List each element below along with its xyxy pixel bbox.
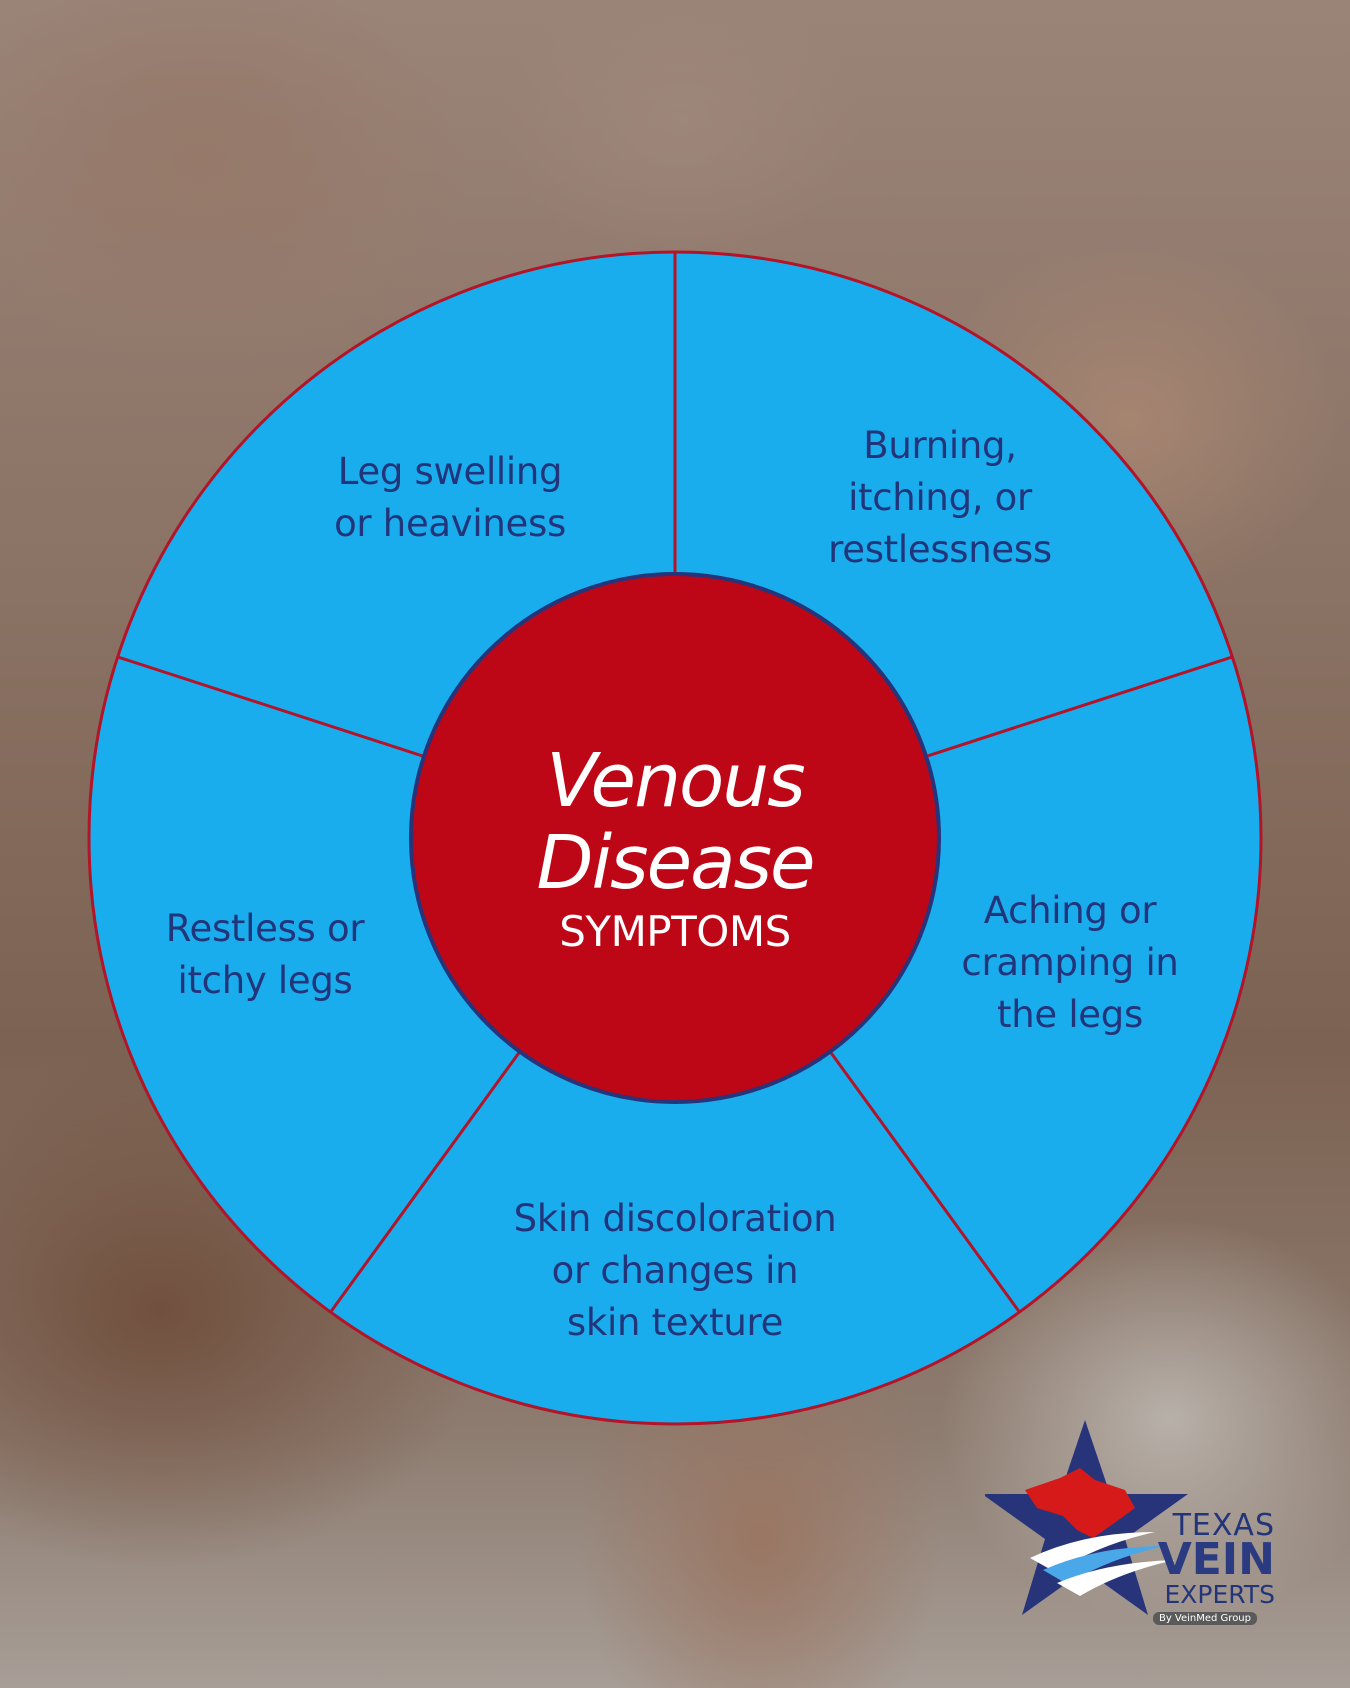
segment-label-restless-itchy: Restless or itchy legs [165,907,365,1002]
segment-label-leg-swelling: Leg swelling or heaviness [334,450,566,545]
wheel-divider-2 [925,655,1233,758]
logo-text-vein: VEIN [1157,1534,1275,1585]
logo-star-icon [985,1420,1188,1615]
center-title: Venous Disease [536,738,815,906]
logo-text-experts: EXPERTS [1164,1580,1276,1609]
wheel-divider-5 [117,655,425,758]
wheel-divider-4 [329,1050,522,1313]
brand-logo: TEXAS VEIN EXPERTS By VeinMed Group [985,1420,1275,1635]
logo-text-texas: TEXAS [1172,1508,1275,1543]
center-subtitle: SYMPTOMS [559,907,791,956]
center-circle [409,572,941,1104]
segment-label-aching-cramping: Aching or cramping in the legs [961,889,1179,1036]
segment-label-skin-discoloration: Skin discoloration or changes in skin te… [513,1197,837,1344]
logo-byline: By VeinMed Group [1152,1612,1257,1625]
wheel-dividers [117,252,1233,1313]
segment-label-burning-itching: Burning, itching, or restlessness [828,424,1052,571]
wheel-divider-3 [828,1050,1021,1313]
